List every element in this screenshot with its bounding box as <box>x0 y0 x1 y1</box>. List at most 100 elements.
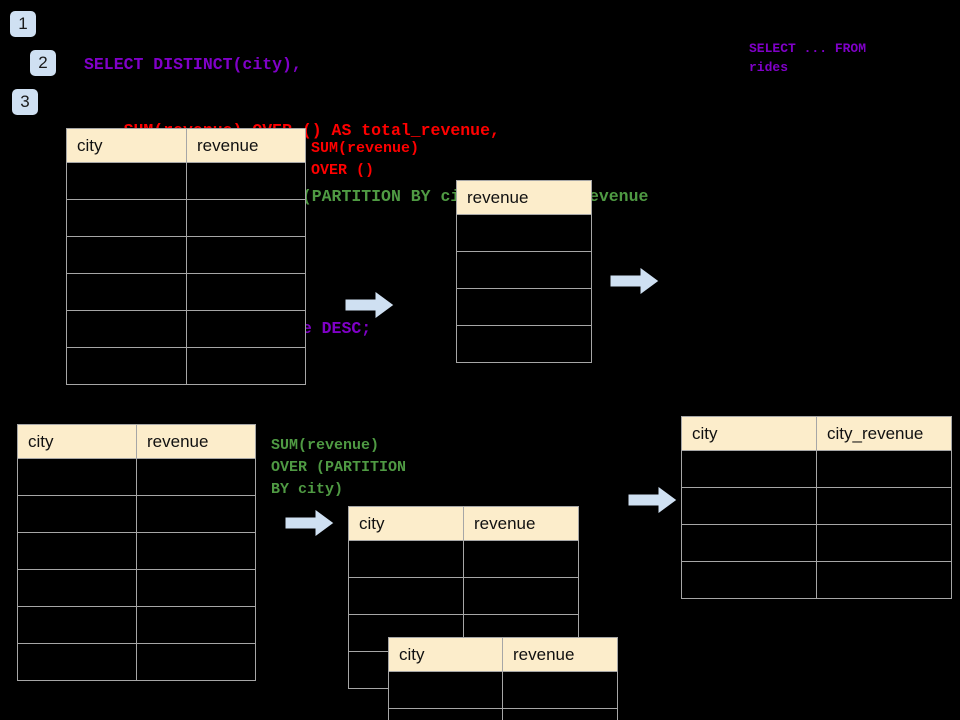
partition-group-table-front: city revenue <box>388 637 618 720</box>
cell-revenue <box>186 162 306 200</box>
cell-revenue <box>136 643 256 681</box>
column-header-revenue: revenue <box>463 506 579 541</box>
cell-city <box>681 524 817 562</box>
table-row <box>66 162 306 200</box>
cell-city-revenue <box>816 561 952 599</box>
cell-city <box>66 347 187 385</box>
cell-revenue <box>136 569 256 607</box>
cell-revenue <box>456 325 592 363</box>
table-row <box>681 450 952 488</box>
cell-revenue <box>186 199 306 237</box>
step-badge-3: 3 <box>12 89 38 115</box>
table-row <box>456 251 592 289</box>
cell-revenue <box>502 708 618 720</box>
cell-revenue <box>463 540 579 578</box>
arrow-total-to-result <box>610 266 660 296</box>
table-row <box>17 495 256 533</box>
table-row <box>348 540 579 578</box>
cell-city-revenue <box>816 487 952 525</box>
table-row <box>17 569 256 607</box>
table-row <box>66 199 306 237</box>
city-revenue-result-table: city city_revenue <box>681 416 952 599</box>
table-row <box>17 643 256 681</box>
table-row <box>456 288 592 326</box>
annotation-sum-over-partition: SUM(revenue) OVER (PARTITION BY city) <box>271 437 407 498</box>
cell-city-revenue <box>816 450 952 488</box>
column-header-city-revenue: city_revenue <box>816 416 952 451</box>
cell-city <box>17 569 137 607</box>
rides-source-table: city revenue <box>66 128 306 385</box>
cell-revenue <box>136 458 256 496</box>
cell-revenue <box>456 288 592 326</box>
total-revenue-table: revenue <box>456 180 592 363</box>
table-row <box>456 214 592 252</box>
cell-city <box>348 577 464 615</box>
sql-line-select: SELECT DISTINCT(city), <box>84 55 302 74</box>
cell-city <box>388 708 503 720</box>
arrow-source-to-partition <box>285 508 335 538</box>
cell-revenue <box>186 347 306 385</box>
cell-city <box>17 643 137 681</box>
cell-revenue <box>456 214 592 252</box>
table-row <box>388 708 618 720</box>
partition-group-table-back: city revenue <box>348 506 579 689</box>
table-row <box>17 606 256 644</box>
cell-city <box>66 162 187 200</box>
side-note-select-from-rides: SELECT ... FROM rides <box>749 41 867 75</box>
cell-revenue <box>136 606 256 644</box>
column-header-city: city <box>66 128 187 163</box>
column-header-revenue: revenue <box>136 424 256 459</box>
column-header-city: city <box>348 506 464 541</box>
column-header-revenue: revenue <box>456 180 592 215</box>
table-row <box>348 577 579 615</box>
table-row <box>66 310 306 348</box>
table-row <box>681 524 952 562</box>
cell-city <box>348 540 464 578</box>
arrow-partition-to-result <box>628 485 678 515</box>
cell-city <box>681 561 817 599</box>
cell-city <box>66 199 187 237</box>
step-badge-2: 2 <box>30 50 56 76</box>
column-header-city: city <box>388 637 503 672</box>
table-row <box>66 236 306 274</box>
table-row <box>681 487 952 525</box>
column-header-revenue: revenue <box>186 128 306 163</box>
table-header-row: revenue <box>456 180 592 215</box>
cell-city <box>66 273 187 311</box>
column-header-city: city <box>681 416 817 451</box>
table-header-row: city revenue <box>66 128 306 163</box>
cell-city <box>17 495 137 533</box>
annotation-sum-over-empty: SUM(revenue) OVER () <box>311 140 420 179</box>
rides-source-table-partitioned: city revenue <box>17 424 256 681</box>
cell-revenue <box>186 273 306 311</box>
table-header-row: city city_revenue <box>681 416 952 451</box>
cell-city <box>388 671 503 709</box>
table-row <box>66 273 306 311</box>
table-row <box>456 325 592 363</box>
cell-revenue <box>463 577 579 615</box>
column-header-revenue: revenue <box>502 637 618 672</box>
cell-revenue <box>136 495 256 533</box>
cell-city <box>681 487 817 525</box>
cell-revenue <box>136 532 256 570</box>
table-row <box>17 532 256 570</box>
cell-city <box>66 310 187 348</box>
cell-revenue <box>186 236 306 274</box>
arrow-source-to-total <box>345 290 395 320</box>
cell-city <box>17 606 137 644</box>
cell-revenue <box>186 310 306 348</box>
cell-city <box>66 236 187 274</box>
table-row <box>66 347 306 385</box>
table-row <box>681 561 952 599</box>
cell-revenue <box>502 671 618 709</box>
cell-city <box>17 532 137 570</box>
table-header-row: city revenue <box>348 506 579 541</box>
cell-city-revenue <box>816 524 952 562</box>
column-header-city: city <box>17 424 137 459</box>
table-header-row: city revenue <box>17 424 256 459</box>
step-badge-1: 1 <box>10 11 36 37</box>
cell-revenue <box>456 251 592 289</box>
cell-city <box>17 458 137 496</box>
table-row <box>17 458 256 496</box>
